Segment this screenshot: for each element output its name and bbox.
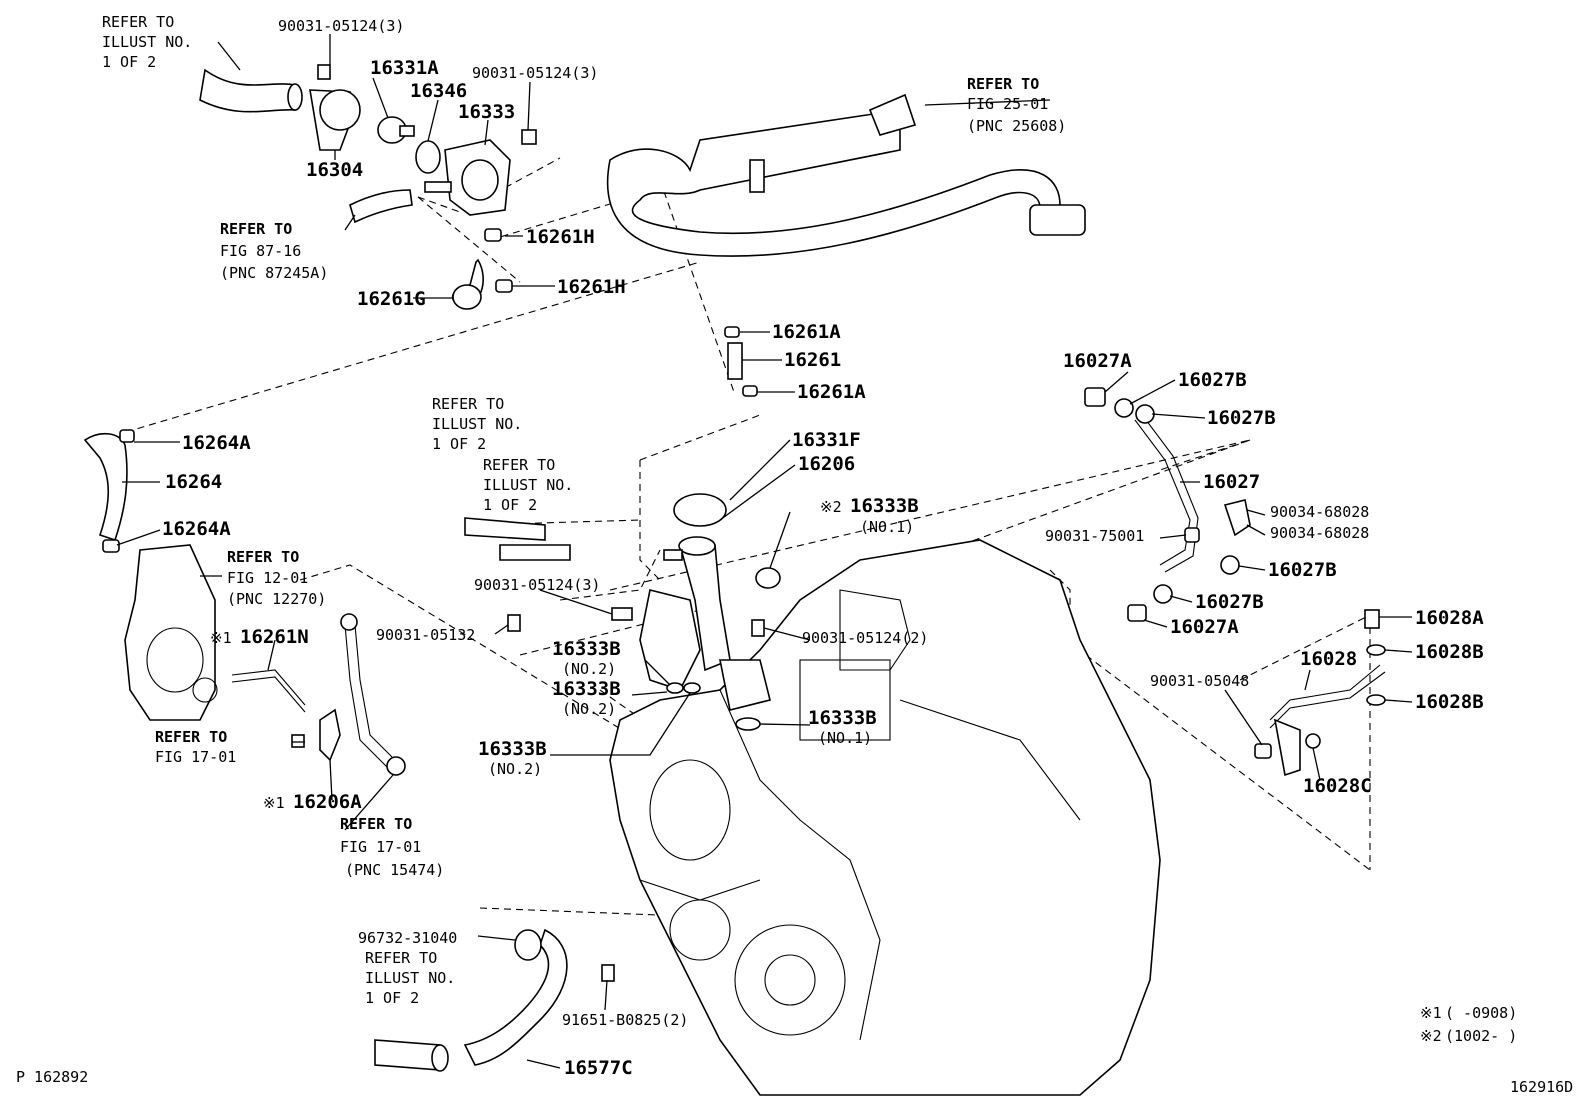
part-label: 16027A (1063, 350, 1132, 372)
part-label: 16333 (458, 101, 515, 123)
part-number-labels: 90031-05124(3) 16331A 16346 16333 90031-… (162, 17, 1484, 1079)
part-label: 16261G (357, 288, 426, 310)
part-label: 16346 (410, 80, 467, 102)
applicability-legend: ※1 ( -0908) ※2 (1002- ) (1420, 1004, 1517, 1045)
part-label: 16028A (1415, 607, 1484, 629)
part-label: 16264A (162, 518, 231, 540)
part-label: 16206 (798, 453, 855, 475)
part-label: 16027A (1170, 616, 1239, 638)
part-label: 16261A (797, 381, 866, 403)
reference-labels: REFER TO ILLUST NO. 1 OF 2 REFER TO FIG … (102, 13, 1066, 1007)
part-label: 90034-68028 (1270, 524, 1369, 542)
part-label: 90031-05124(3) (472, 64, 598, 82)
part-label: 16027B (1207, 407, 1276, 429)
mark-label: ※2 (820, 498, 842, 516)
part-label: 90034-68028 (1270, 503, 1369, 521)
part-label: 16027B (1178, 369, 1247, 391)
part-label: 16261N (240, 626, 309, 648)
part-label: (NO.2) (562, 700, 616, 718)
part-label: 16331F (792, 429, 861, 451)
part-label: 16261H (557, 276, 626, 298)
part-label: (NO.2) (488, 760, 542, 778)
part-label: 90031-05124(3) (278, 17, 404, 35)
part-label: 90031-05124(3) (474, 576, 600, 594)
ref-illust-mid-b: REFER TO ILLUST NO. 1 OF 2 (483, 456, 582, 514)
leader-lines (116, 34, 1413, 1069)
footer: P 162892 162916D (16, 1068, 1573, 1096)
part-label: 16577C (564, 1057, 633, 1079)
figure-code: 162916D (1510, 1078, 1573, 1096)
part-label: 16304 (306, 159, 363, 181)
mark-label: ※1 (210, 629, 232, 647)
part-label: 16027B (1268, 559, 1337, 581)
part-label: (NO.1) (818, 729, 872, 747)
ref-fig-17-01-b: REFER TO FIG 17-01 (PNC 15474) (340, 815, 444, 879)
legend-range-2: (1002- ) (1445, 1027, 1517, 1045)
part-label: 16333B (850, 495, 919, 517)
part-label: 16028B (1415, 691, 1484, 713)
legend-mark-2: ※2 (1420, 1027, 1442, 1045)
part-label: 16028C (1303, 775, 1372, 797)
page-code: P 162892 (16, 1068, 88, 1086)
part-label: 16261 (784, 349, 841, 371)
part-label: 16264 (165, 471, 222, 493)
part-label: 16206A (293, 791, 362, 813)
part-label: 16333B (478, 738, 547, 760)
part-label: (NO.1) (860, 518, 914, 536)
part-label: 90031-05048 (1150, 672, 1249, 690)
part-label: 16333B (808, 707, 877, 729)
ref-illust-mid-a: REFER TO ILLUST NO. 1 OF 2 (432, 395, 531, 453)
part-label: 90031-05132 (376, 626, 475, 644)
part-label: 91651-B0825(2) (562, 1011, 688, 1029)
part-label: 96732-31040 (358, 929, 457, 947)
ref-fig-17-01-a: REFER TO FIG 17-01 (155, 728, 236, 766)
part-label: 16333B (552, 638, 621, 660)
legend-range-1: ( -0908) (1445, 1004, 1517, 1022)
part-label: 16333B (552, 678, 621, 700)
part-label: 16028 (1300, 648, 1357, 670)
part-label: 90031-75001 (1045, 527, 1144, 545)
part-label: 16027 (1203, 471, 1260, 493)
hoses (83, 64, 1386, 1072)
ref-illust-top: REFER TO ILLUST NO. 1 OF 2 (102, 13, 201, 71)
mark-label: ※1 (263, 794, 285, 812)
part-label: 16027B (1195, 591, 1264, 613)
ref-illust-bottom: REFER TO ILLUST NO. 1 OF 2 (365, 949, 464, 1007)
part-label: (NO.2) (562, 660, 616, 678)
part-label: 16264A (182, 432, 251, 454)
part-label: 90031-05124(2) (802, 629, 928, 647)
part-label: 16331A (370, 57, 439, 79)
legend-mark-1: ※1 (1420, 1004, 1442, 1022)
ref-fig-87-16: REFER TO FIG 87-16 (PNC 87245A) (220, 220, 328, 282)
part-label: 16261H (526, 226, 595, 248)
part-label: 16261A (772, 321, 841, 343)
part-label: 16028B (1415, 641, 1484, 663)
ref-fig-25-01: REFER TO FIG 25-01 (PNC 25608) (967, 75, 1066, 135)
ref-fig-12-01: REFER TO FIG 12-01 (PNC 12270) (227, 548, 326, 608)
